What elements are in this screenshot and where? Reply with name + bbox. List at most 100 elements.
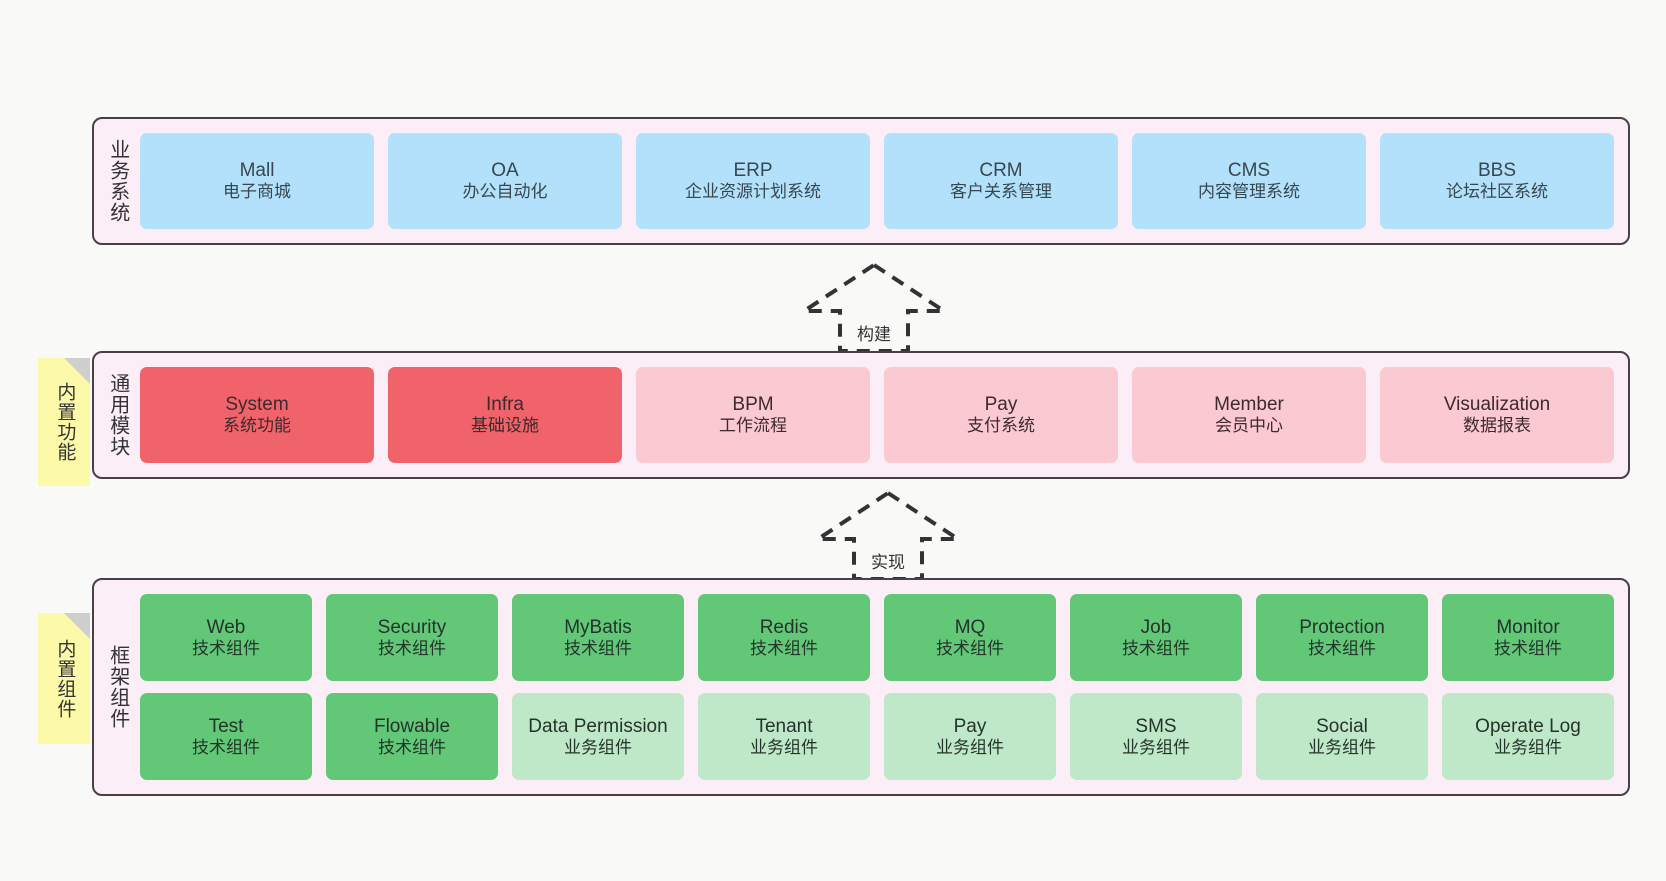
box-sub: 业务组件 [564, 737, 632, 757]
box-sub: 技术组件 [378, 638, 446, 658]
business-system-layer: 业务系统 Mall 电子商城 OA 办公自动化 ERP 企业资源计划系统 CRM… [92, 117, 1630, 245]
sticky-fold-corner-icon [64, 358, 90, 384]
box-sub: 技术组件 [1494, 638, 1562, 658]
business-box-mall[interactable]: Mall 电子商城 [140, 133, 374, 229]
framework-layer-title: 框架组件 [106, 645, 129, 729]
box-name: Redis [759, 616, 809, 638]
framework-box-grid: Web 技术组件 Security 技术组件 MyBatis 技术组件 Redi… [140, 580, 1628, 794]
box-sub: 技术组件 [936, 638, 1004, 658]
module-layer-title: 通用模块 [106, 373, 129, 457]
box-sub: 论坛社区系统 [1446, 182, 1548, 202]
arrow-implement: 实现 [811, 489, 965, 581]
box-name: SMS [1135, 715, 1177, 737]
box-sub: 支付系统 [967, 416, 1035, 436]
box-sub: 工作流程 [719, 416, 787, 436]
box-sub: 技术组件 [1122, 638, 1190, 658]
box-name: CRM [979, 160, 1023, 182]
module-box-infra[interactable]: Infra 基础设施 [388, 367, 622, 463]
sticky-note-builtin-features: 内置功能 [38, 358, 90, 486]
framework-box-pay[interactable]: Pay 业务组件 [884, 693, 1056, 780]
box-sub: 业务组件 [936, 737, 1004, 757]
box-sub: 业务组件 [1122, 737, 1190, 757]
box-name: ERP [733, 160, 773, 182]
business-box-cms[interactable]: CMS 内容管理系统 [1132, 133, 1366, 229]
box-name: Data Permission [528, 715, 668, 737]
framework-box-security[interactable]: Security 技术组件 [326, 594, 498, 681]
box-sub: 内容管理系统 [1198, 182, 1300, 202]
sticky-note-label: 内置功能 [54, 382, 76, 462]
framework-box-protection[interactable]: Protection 技术组件 [1256, 594, 1428, 681]
box-sub: 业务组件 [750, 737, 818, 757]
module-box-bpm[interactable]: BPM 工作流程 [636, 367, 870, 463]
box-name: Tenant [755, 715, 813, 737]
box-sub: 业务组件 [1494, 737, 1562, 757]
box-name: Visualization [1443, 394, 1551, 416]
framework-box-test[interactable]: Test 技术组件 [140, 693, 312, 780]
box-name: Monitor [1496, 616, 1560, 638]
framework-box-data-permission[interactable]: Data Permission 业务组件 [512, 693, 684, 780]
module-box-member[interactable]: Member 会员中心 [1132, 367, 1366, 463]
box-sub: 数据报表 [1463, 416, 1531, 436]
box-name: MQ [954, 616, 986, 638]
box-sub: 技术组件 [750, 638, 818, 658]
box-name: OA [491, 160, 519, 182]
framework-box-web[interactable]: Web 技术组件 [140, 594, 312, 681]
business-layer-title: 业务系统 [106, 139, 129, 223]
business-box-bbs[interactable]: BBS 论坛社区系统 [1380, 133, 1614, 229]
framework-box-flowable[interactable]: Flowable 技术组件 [326, 693, 498, 780]
box-sub: 技术组件 [192, 638, 260, 658]
box-name: Mall [239, 160, 275, 182]
box-name: MyBatis [564, 616, 632, 638]
box-name: Test [208, 715, 244, 737]
box-name: BBS [1477, 160, 1517, 182]
sticky-fold-corner-icon [64, 613, 90, 639]
framework-box-monitor[interactable]: Monitor 技术组件 [1442, 594, 1614, 681]
arrow-implement-shape [811, 490, 965, 581]
box-name: Operate Log [1475, 715, 1581, 737]
business-box-erp[interactable]: ERP 企业资源计划系统 [636, 133, 870, 229]
framework-box-social[interactable]: Social 业务组件 [1256, 693, 1428, 780]
box-sub: 办公自动化 [462, 182, 548, 202]
box-sub: 电子商城 [223, 182, 291, 202]
sticky-note-label: 内置组件 [54, 638, 76, 719]
box-name: Pay [953, 715, 987, 737]
box-name: Job [1140, 616, 1172, 638]
arrow-build-shape [797, 262, 951, 353]
box-name: Web [206, 616, 246, 638]
framework-component-layer: 框架组件 Web 技术组件 Security 技术组件 MyBatis 技术组件… [92, 578, 1630, 796]
box-name: System [225, 394, 289, 416]
module-box-visualization[interactable]: Visualization 数据报表 [1380, 367, 1614, 463]
box-name: Flowable [373, 715, 451, 737]
box-sub: 技术组件 [1308, 638, 1376, 658]
arrow-build: 构建 [797, 261, 951, 353]
box-name: Security [377, 616, 447, 638]
framework-box-operate-log[interactable]: Operate Log 业务组件 [1442, 693, 1614, 780]
business-box-crm[interactable]: CRM 客户关系管理 [884, 133, 1118, 229]
module-box-row: System 系统功能 Infra 基础设施 BPM 工作流程 Pay 支付系统… [140, 353, 1628, 477]
box-name: CMS [1227, 160, 1271, 182]
framework-box-redis[interactable]: Redis 技术组件 [698, 594, 870, 681]
box-sub: 企业资源计划系统 [685, 182, 821, 202]
box-sub: 会员中心 [1215, 416, 1283, 436]
framework-box-job[interactable]: Job 技术组件 [1070, 594, 1242, 681]
framework-box-mq[interactable]: MQ 技术组件 [884, 594, 1056, 681]
framework-row-business: Test 技术组件 Flowable 技术组件 Data Permission … [140, 693, 1614, 780]
box-sub: 系统功能 [223, 416, 291, 436]
box-name: Infra [485, 394, 525, 416]
framework-box-sms[interactable]: SMS 业务组件 [1070, 693, 1242, 780]
sticky-note-builtin-components: 内置组件 [38, 613, 90, 744]
framework-row-technical: Web 技术组件 Security 技术组件 MyBatis 技术组件 Redi… [140, 594, 1614, 681]
framework-box-mybatis[interactable]: MyBatis 技术组件 [512, 594, 684, 681]
module-box-pay[interactable]: Pay 支付系统 [884, 367, 1118, 463]
module-box-system[interactable]: System 系统功能 [140, 367, 374, 463]
box-sub: 基础设施 [471, 416, 539, 436]
box-name: Social [1316, 715, 1368, 737]
general-module-layer: 通用模块 System 系统功能 Infra 基础设施 BPM 工作流程 Pay… [92, 351, 1630, 479]
box-sub: 业务组件 [1308, 737, 1376, 757]
business-box-oa[interactable]: OA 办公自动化 [388, 133, 622, 229]
box-name: Member [1214, 394, 1284, 416]
framework-box-tenant[interactable]: Tenant 业务组件 [698, 693, 870, 780]
box-sub: 技术组件 [564, 638, 632, 658]
box-sub: 技术组件 [192, 737, 260, 757]
